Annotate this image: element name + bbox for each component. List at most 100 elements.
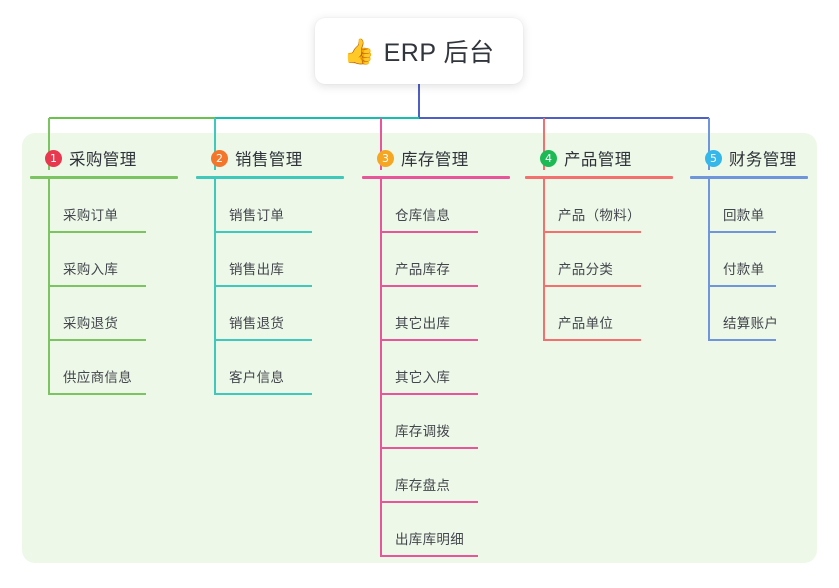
root-node-title: ERP 后台 <box>383 39 495 67</box>
module-title: 采购管理 <box>69 151 137 169</box>
module-item[interactable]: 库存盘点 <box>362 449 522 503</box>
module-trunk-line <box>48 179 50 395</box>
module-item-underline <box>48 231 146 233</box>
module-item-underline <box>708 285 776 287</box>
module-column-3: 3 库存管理仓库信息产品库存其它出库其它入库库存调拨库存盘点出库库明细 <box>362 146 522 557</box>
module-underline <box>362 176 510 179</box>
module-item-list: 回款单付款单结算账户 <box>690 179 820 341</box>
module-trunk-line <box>543 179 545 341</box>
module-item[interactable]: 销售订单 <box>196 179 356 233</box>
module-item[interactable]: 采购订单 <box>30 179 190 233</box>
module-title: 库存管理 <box>401 151 469 169</box>
module-title: 销售管理 <box>235 151 303 169</box>
module-item-underline <box>708 339 776 341</box>
module-trunk-line <box>214 179 216 395</box>
module-item-underline <box>214 231 312 233</box>
module-item-label: 回款单 <box>723 208 765 223</box>
module-item-label: 库存盘点 <box>395 478 451 493</box>
module-underline <box>525 176 673 179</box>
module-column-5: 5 财务管理回款单付款单结算账户 <box>690 146 820 341</box>
module-item[interactable]: 回款单 <box>690 179 820 233</box>
module-item-underline <box>543 339 641 341</box>
module-item[interactable]: 产品单位 <box>525 287 685 341</box>
module-item-label: 其它出库 <box>395 316 451 331</box>
module-underline <box>690 176 808 179</box>
module-item-label: 产品（物料） <box>558 208 641 223</box>
module-item-label: 销售出库 <box>229 262 285 277</box>
module-badge-icon: 3 <box>377 149 394 167</box>
module-item-label: 库存调拨 <box>395 424 451 439</box>
module-trunk-line <box>380 179 382 557</box>
module-item-underline <box>380 393 478 395</box>
module-header-2[interactable]: 2 销售管理 <box>196 146 356 170</box>
module-item-underline <box>48 393 146 395</box>
modules-panel <box>22 133 817 563</box>
module-item-label: 仓库信息 <box>395 208 451 223</box>
module-item-label: 供应商信息 <box>63 370 132 385</box>
module-item-underline <box>543 285 641 287</box>
module-item[interactable]: 客户信息 <box>196 341 356 395</box>
module-item-label: 其它入库 <box>395 370 451 385</box>
module-underline <box>196 176 344 179</box>
module-title: 财务管理 <box>729 151 797 169</box>
module-item[interactable]: 库存调拨 <box>362 395 522 449</box>
module-item-underline <box>380 339 478 341</box>
module-column-4: 4 产品管理产品（物料） 产品分类产品单位 <box>525 146 685 341</box>
module-item-underline <box>214 285 312 287</box>
module-item[interactable]: 采购退货 <box>30 287 190 341</box>
module-badge-icon: 5 <box>705 149 722 167</box>
module-item-list: 销售订单销售出库销售退货客户信息 <box>196 179 356 395</box>
module-item[interactable]: 付款单 <box>690 233 820 287</box>
thumbs-up-icon: 👍 <box>343 36 375 66</box>
module-item-label: 销售退货 <box>229 316 285 331</box>
module-item[interactable]: 销售出库 <box>196 233 356 287</box>
module-item-label: 结算账户 <box>723 316 779 331</box>
module-item[interactable]: 结算账户 <box>690 287 820 341</box>
module-item-list: 采购订单采购入库采购退货供应商信息 <box>30 179 190 395</box>
module-badge-icon: 2 <box>211 149 228 167</box>
module-item-label: 付款单 <box>723 262 765 277</box>
module-item[interactable]: 产品（物料） <box>525 179 685 233</box>
module-item-label: 客户信息 <box>229 370 285 385</box>
module-item-list: 仓库信息产品库存其它出库其它入库库存调拨库存盘点出库库明细 <box>362 179 522 557</box>
module-item[interactable]: 供应商信息 <box>30 341 190 395</box>
module-item-label: 销售订单 <box>229 208 285 223</box>
module-item[interactable]: 产品分类 <box>525 233 685 287</box>
module-item-label: 采购退货 <box>63 316 119 331</box>
module-item-label: 出库库明细 <box>395 532 464 547</box>
module-item-underline <box>380 501 478 503</box>
module-item-label: 产品单位 <box>558 316 614 331</box>
module-item-underline <box>380 447 478 449</box>
module-item[interactable]: 其它入库 <box>362 341 522 395</box>
module-item[interactable]: 产品库存 <box>362 233 522 287</box>
module-item[interactable]: 仓库信息 <box>362 179 522 233</box>
module-item-underline <box>48 339 146 341</box>
module-item-label: 采购订单 <box>63 208 119 223</box>
module-item-label: 采购入库 <box>63 262 119 277</box>
module-item[interactable]: 其它出库 <box>362 287 522 341</box>
module-item[interactable]: 采购入库 <box>30 233 190 287</box>
module-item-underline <box>214 339 312 341</box>
module-item[interactable]: 出库库明细 <box>362 503 522 557</box>
module-item-label: 产品分类 <box>558 262 614 277</box>
module-item-underline <box>48 285 146 287</box>
module-item-label: 产品库存 <box>395 262 451 277</box>
module-header-4[interactable]: 4 产品管理 <box>525 146 685 170</box>
module-item-underline <box>708 231 776 233</box>
module-item-underline <box>380 231 478 233</box>
module-title: 产品管理 <box>564 151 632 169</box>
module-item-underline <box>214 393 312 395</box>
module-trunk-line <box>708 179 710 341</box>
module-item-underline <box>380 555 478 557</box>
module-badge-icon: 4 <box>540 149 557 167</box>
module-header-5[interactable]: 5 财务管理 <box>690 146 820 170</box>
module-column-2: 2 销售管理销售订单销售出库销售退货客户信息 <box>196 146 356 395</box>
module-item-list: 产品（物料） 产品分类产品单位 <box>525 179 685 341</box>
module-item[interactable]: 销售退货 <box>196 287 356 341</box>
root-node-erp-backend[interactable]: 👍 ERP 后台 <box>315 18 523 84</box>
module-header-3[interactable]: 3 库存管理 <box>362 146 522 170</box>
module-item-underline <box>380 285 478 287</box>
module-underline <box>30 176 178 179</box>
